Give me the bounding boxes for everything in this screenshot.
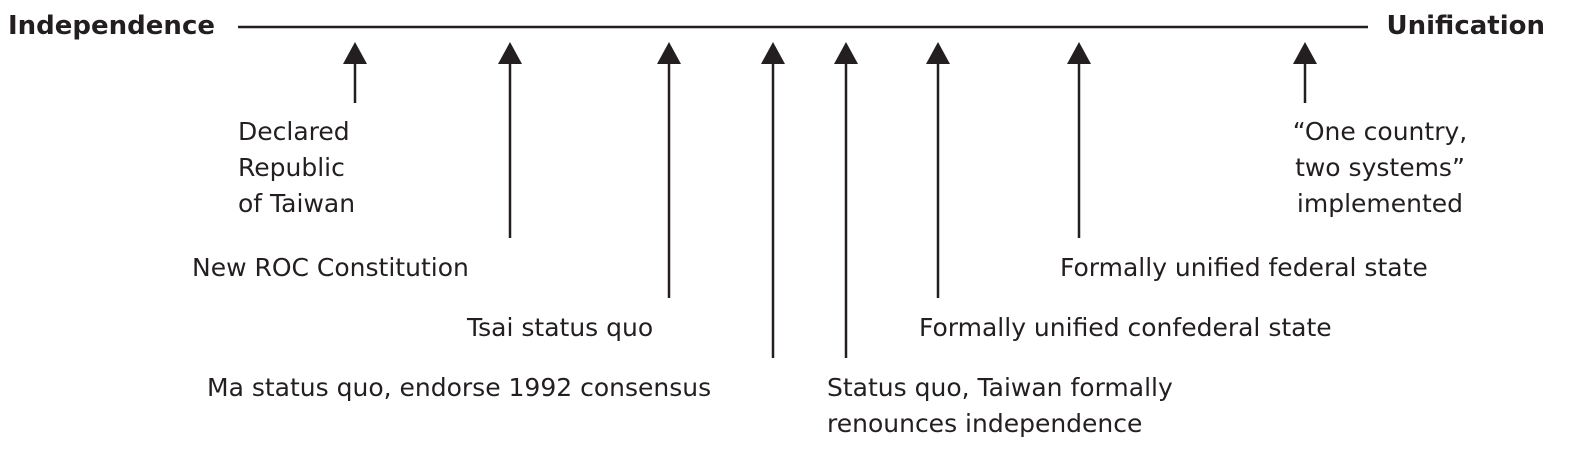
arrow-head-new-roc-constitution <box>498 42 522 64</box>
label-confederal-state: Formally unified confederal state <box>919 310 1332 346</box>
label-line: of Taiwan <box>238 189 356 218</box>
label-line: New ROC Constitution <box>192 253 469 282</box>
label-line: renounces independence <box>827 409 1143 438</box>
arrow-head-confederal-state <box>926 42 950 64</box>
label-line: Republic <box>238 153 345 182</box>
unification-endpoint-label: Unification <box>1386 11 1545 41</box>
arrow-head-ma-status-quo <box>761 42 785 64</box>
arrow-head-federal-state <box>1067 42 1091 64</box>
arrow-head-declared-republic <box>343 42 367 64</box>
label-line: Formally unified federal state <box>1060 253 1428 282</box>
label-one-country-two-systems: “One country, two systems” implemented <box>1265 114 1495 222</box>
label-line: Status quo, Taiwan formally <box>827 373 1173 402</box>
label-line: Declared <box>238 117 350 146</box>
label-ma-status-quo: Ma status quo, endorse 1992 consensus <box>207 370 711 406</box>
label-line: Formally unified confederal state <box>919 313 1332 342</box>
arrow-head-one-country-two-systems <box>1293 42 1317 64</box>
label-declared-republic: Declared Republic of Taiwan <box>238 114 355 222</box>
label-line: Tsai status quo <box>467 313 654 342</box>
arrow-head-tsai-status-quo <box>657 42 681 64</box>
label-line: “One country, <box>1292 117 1468 146</box>
label-tsai-status-quo: Tsai status quo <box>467 310 653 346</box>
label-line: implemented <box>1296 189 1464 218</box>
label-line: Ma status quo, endorse 1992 consensus <box>207 373 712 402</box>
label-line: two systems” <box>1295 153 1465 182</box>
label-federal-state: Formally unified federal state <box>1060 250 1428 286</box>
label-status-quo-renounces: Status quo, Taiwan formally renounces in… <box>827 370 1173 442</box>
arrow-head-status-quo-renounces <box>834 42 858 64</box>
independence-endpoint-label: Independence <box>8 11 215 41</box>
label-new-roc-constitution: New ROC Constitution <box>192 250 469 286</box>
